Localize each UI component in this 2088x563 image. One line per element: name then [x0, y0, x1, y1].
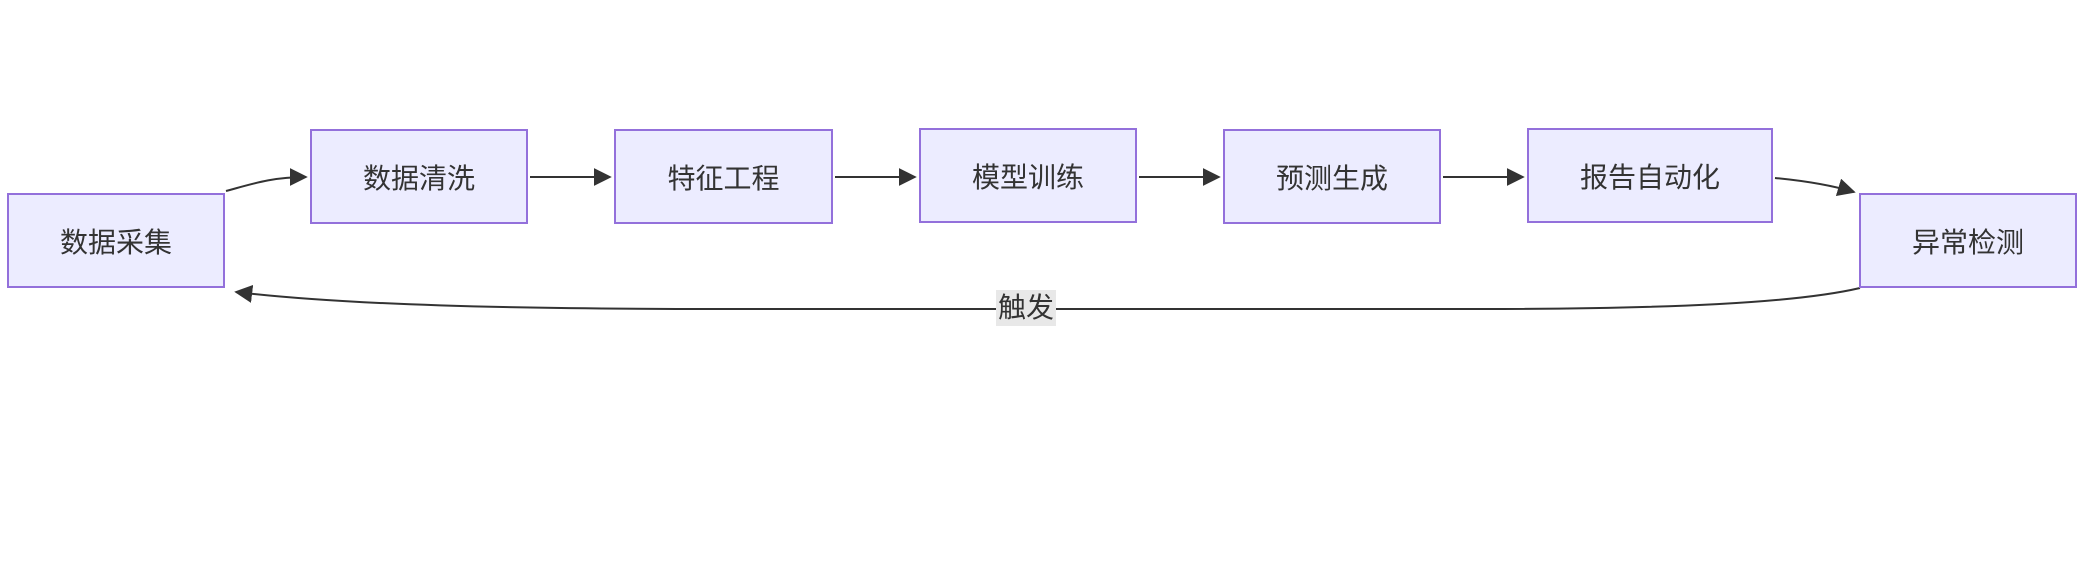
edge-collection-to-cleaning — [225, 168, 308, 192]
node-prediction-generation: 预测生成 — [1223, 129, 1441, 224]
node-label: 数据清洗 — [362, 161, 475, 195]
edge-label-trigger: 触发 — [996, 290, 1057, 326]
edge-anomaly-to-collection — [234, 284, 1861, 310]
node-label: 异常检测 — [1911, 225, 2024, 259]
node-label: 特征工程 — [667, 161, 780, 195]
edge-report-to-anomaly — [1774, 177, 1856, 196]
node-label: 模型训练 — [971, 160, 1084, 194]
node-label: 数据采集 — [59, 225, 172, 259]
node-report-automation: 报告自动化 — [1527, 128, 1773, 223]
node-data-collection: 数据采集 — [7, 193, 225, 288]
node-label: 预测生成 — [1275, 161, 1388, 195]
node-anomaly-detection: 异常检测 — [1859, 193, 2077, 288]
node-label: 报告自动化 — [1579, 160, 1720, 194]
node-feature-engineering: 特征工程 — [614, 129, 833, 224]
node-model-training: 模型训练 — [919, 128, 1137, 223]
node-data-cleaning: 数据清洗 — [310, 129, 528, 224]
